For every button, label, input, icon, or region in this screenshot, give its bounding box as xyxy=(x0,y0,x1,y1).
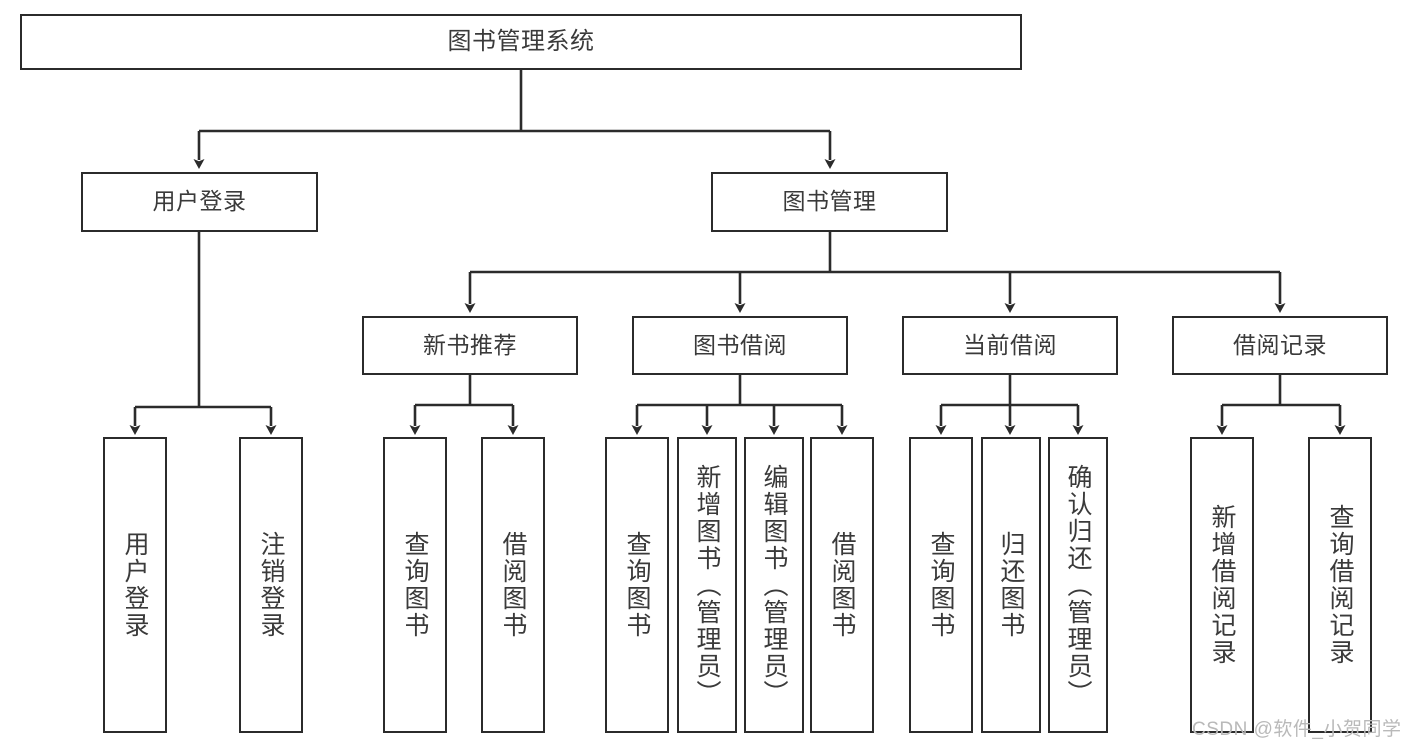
node-label: 确认归还（管理员） xyxy=(1064,463,1092,707)
node-label: 查询借阅记录 xyxy=(1326,504,1354,666)
node-borrow-records[interactable]: 借阅记录 xyxy=(1172,316,1388,375)
node-label: 用户登录 xyxy=(152,188,247,215)
node-label: 注销登录 xyxy=(257,531,285,639)
leaf-query-book-new[interactable]: 查询图书 xyxy=(383,437,447,733)
leaf-query-borrow-record[interactable]: 查询借阅记录 xyxy=(1308,437,1372,733)
node-label: 用户登录 xyxy=(121,531,149,639)
leaf-borrow-book[interactable]: 借阅图书 xyxy=(810,437,874,733)
node-label: 图书管理 xyxy=(782,188,877,215)
node-label: 借阅图书 xyxy=(499,531,527,639)
node-label: 归还图书 xyxy=(997,531,1025,639)
node-new-book-recommend[interactable]: 新书推荐 xyxy=(362,316,578,375)
node-label: 图书借阅 xyxy=(693,331,787,358)
node-label: 新书推荐 xyxy=(423,331,517,358)
node-current-borrow[interactable]: 当前借阅 xyxy=(902,316,1118,375)
node-label: 借阅图书 xyxy=(828,531,856,639)
leaf-add-borrow-record[interactable]: 新增借阅记录 xyxy=(1190,437,1254,733)
leaf-borrow-book-new[interactable]: 借阅图书 xyxy=(481,437,545,733)
leaf-query-book-borrow[interactable]: 查询图书 xyxy=(605,437,669,733)
csdn-watermark: CSDN @软件_小贺同学 xyxy=(1192,719,1402,740)
node-label: 图书管理系统 xyxy=(447,27,595,55)
node-book-management[interactable]: 图书管理 xyxy=(711,172,948,232)
leaf-edit-book-admin[interactable]: 编辑图书（管理员） xyxy=(744,437,804,733)
node-book-borrow[interactable]: 图书借阅 xyxy=(632,316,848,375)
node-label: 新增借阅记录 xyxy=(1208,504,1236,666)
leaf-add-book-admin[interactable]: 新增图书（管理员） xyxy=(677,437,737,733)
leaf-logout[interactable]: 注销登录 xyxy=(239,437,303,733)
node-label: 查询图书 xyxy=(927,531,955,639)
node-label: 新增图书（管理员） xyxy=(693,463,721,707)
node-root-system[interactable]: 图书管理系统 xyxy=(20,14,1022,70)
leaf-user-login[interactable]: 用户登录 xyxy=(103,437,167,733)
leaf-confirm-return-admin[interactable]: 确认归还（管理员） xyxy=(1048,437,1108,733)
node-label: 当前借阅 xyxy=(963,331,1057,358)
node-label: 借阅记录 xyxy=(1233,331,1327,358)
node-label: 编辑图书（管理员） xyxy=(760,463,788,707)
leaf-query-book-current[interactable]: 查询图书 xyxy=(909,437,973,733)
node-label: 查询图书 xyxy=(401,531,429,639)
node-label: 查询图书 xyxy=(623,531,651,639)
leaf-return-book[interactable]: 归还图书 xyxy=(981,437,1041,733)
node-user-login[interactable]: 用户登录 xyxy=(81,172,318,232)
